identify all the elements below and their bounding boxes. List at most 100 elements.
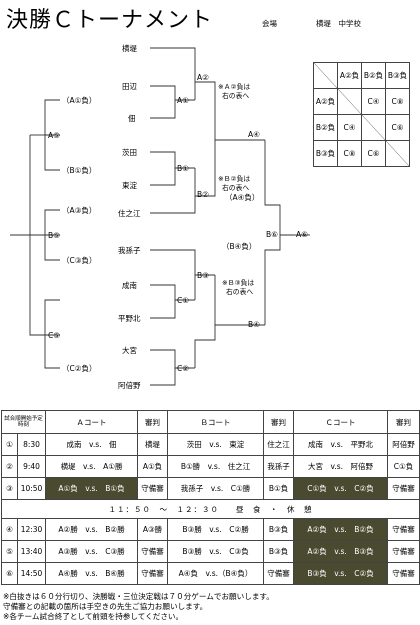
page-title: 決勝Ｃトーナメント [6, 8, 214, 33]
time-header: 試合順開始予定時刻 [0, 410, 47, 434]
schedule-row: ⑤ 13:40 A③勝 v.s. C③勝 守備審 B③勝 v.s. C③負 B③… [1, 540, 420, 563]
referee: B③負 [263, 518, 295, 541]
start-time: 9:40 [16, 455, 47, 478]
court-a-match: A①負 v.s. B①負 [45, 477, 139, 500]
bracket-note: 右の表へ [222, 184, 250, 192]
match-cell: C⑥ [361, 140, 386, 167]
match-node: B② [197, 190, 209, 199]
referee: 守備審 [387, 518, 420, 541]
start-time: 10:50 [16, 477, 47, 500]
game-no: ① [1, 433, 18, 456]
game-no: ② [1, 455, 18, 478]
col-header: B②負 [361, 62, 386, 89]
match-node: B① [177, 164, 189, 173]
court-c-match: A②負 v.s. B②負 [293, 518, 389, 541]
court-a-header: Ａコート [45, 410, 139, 434]
referee: 守備審 [137, 477, 169, 500]
game-no: ④ [1, 518, 18, 541]
match-node: B⑥ [266, 230, 278, 239]
bracket-label: （A③負） [62, 206, 97, 215]
match-node: A⑥ [296, 230, 308, 239]
match-cell: C④ [337, 114, 362, 141]
team-name: 田辺 [122, 82, 137, 91]
round-robin-table: A②負 B②負 B③負 A②負 C④ C⑧ B②負 C④ C⑥ B③負 C⑧ C… [313, 62, 410, 167]
referee: A③勝 [137, 518, 169, 541]
court-b-match: A④負 v.s.（B④負） [167, 562, 265, 585]
court-b-match: B①勝 v.s. 住之江 [167, 455, 265, 478]
bracket-label: （A①負） [62, 96, 97, 105]
start-time: 14:50 [16, 562, 47, 585]
referee-header: 審判 [387, 410, 420, 434]
court-a-match: A④勝 v.s. B④勝 [45, 562, 139, 585]
bracket-label: （C②負） [62, 364, 97, 373]
match-cell: C⑥ [385, 114, 410, 141]
referee: 阿倍野 [387, 433, 420, 456]
court-a-match: A③勝 v.s. C③勝 [45, 540, 139, 563]
match-node: A⑤ [48, 131, 60, 140]
schedule-row: ⑥ 14:50 A④勝 v.s. B④勝 守備審 A④負 v.s.（B④負） 守… [1, 562, 420, 585]
referee: 横堤 [137, 433, 169, 456]
match-node: C② [177, 364, 189, 373]
footer-note: 守備審との記載の箇所は手空きの先生ご協力お願いします。 [3, 602, 208, 611]
referee: 守備審 [387, 540, 420, 563]
start-time: 13:40 [16, 540, 47, 563]
schedule-row: ④ 12:30 A②勝 v.s. B②勝 A③勝 B③勝 v.s. C②勝 B③… [1, 518, 420, 541]
bracket-note: ※Ｂ③負は [222, 279, 255, 287]
schedule-row: ③ 10:50 A①負 v.s. B①負 守備審 我孫子 v.s. C①勝 B①… [1, 477, 420, 500]
schedule-table: 試合順開始予定時刻 Ａコート 審判 Ｂコート 審判 Ｃコート 審判 ① 8:30… [0, 410, 420, 585]
court-a-match: 横堤 v.s. A①勝 [45, 455, 139, 478]
start-time: 8:30 [16, 433, 47, 456]
bracket-note: ※Ｂ②負は [218, 175, 251, 183]
referee-header: 審判 [263, 410, 295, 434]
bracket-label: （C③負） [62, 256, 97, 265]
schedule-row: ② 9:40 横堤 v.s. A①勝 A①負 B①勝 v.s. 住之江 我孫子 … [1, 455, 420, 478]
row-header: B②負 [313, 114, 338, 141]
game-no: ⑤ [1, 540, 18, 563]
bracket-note: 右の表へ [222, 92, 250, 100]
bracket-label: （A④負） [225, 193, 260, 202]
court-b-match: B③勝 v.s. C②勝 [167, 518, 265, 541]
footer-note: ※各チーム試合終了として前頭を持参してください。 [3, 612, 184, 621]
team-name: 成南 [122, 281, 137, 290]
court-c-match: A②負 v.s. B③負 [293, 540, 389, 563]
match-node: C① [177, 296, 189, 305]
court-b-match: 我孫子 v.s. C①勝 [167, 477, 265, 500]
team-name: 東淀 [122, 181, 137, 190]
row-header: A②負 [313, 88, 338, 115]
team-name: 茨田 [122, 148, 137, 157]
referee: C①負 [387, 455, 420, 478]
match-cell: C④ [361, 88, 386, 115]
court-b-match: 茨田 v.s. 東淀 [167, 433, 265, 456]
referee: A①負 [137, 455, 169, 478]
court-b-match: B③勝 v.s. C③負 [167, 540, 265, 563]
bracket-label: （B④負） [222, 242, 257, 251]
court-a-match: 成南 v.s. 佃 [45, 433, 139, 456]
match-node: A④ [248, 130, 260, 139]
diag-cell [361, 114, 386, 141]
diag-cell [337, 88, 362, 115]
court-b-header: Ｂコート [167, 410, 265, 434]
court-c-match: 成南 v.s. 平野北 [293, 433, 389, 456]
referee: 守備審 [137, 562, 169, 585]
corner-cell [313, 62, 338, 89]
team-name: 阿倍野 [118, 381, 141, 390]
tournament-bracket [10, 47, 310, 386]
court-a-match: A②勝 v.s. B②勝 [45, 518, 139, 541]
court-c-header: Ｃコート [293, 410, 389, 434]
referee: 守備審 [387, 562, 420, 585]
match-node: C⑤ [48, 331, 60, 340]
col-header: A②負 [337, 62, 362, 89]
col-header: B③負 [385, 62, 410, 89]
court-c-match: B③負 v.s. C②負 [293, 562, 389, 585]
team-name: 佃 [128, 114, 136, 123]
game-no: ③ [1, 477, 18, 500]
start-time: 12:30 [16, 518, 47, 541]
match-node: B⑤ [48, 231, 60, 240]
match-node: B④ [248, 320, 260, 329]
team-name: 我孫子 [118, 246, 141, 255]
court-c-match: 大宮 v.s. 阿倍野 [293, 455, 389, 478]
team-name: 大宮 [122, 346, 137, 355]
bracket-note: 右の表へ [226, 288, 254, 296]
bracket-note: ※Ａ②負は [218, 83, 251, 91]
venue-label: 会場 [262, 19, 277, 28]
